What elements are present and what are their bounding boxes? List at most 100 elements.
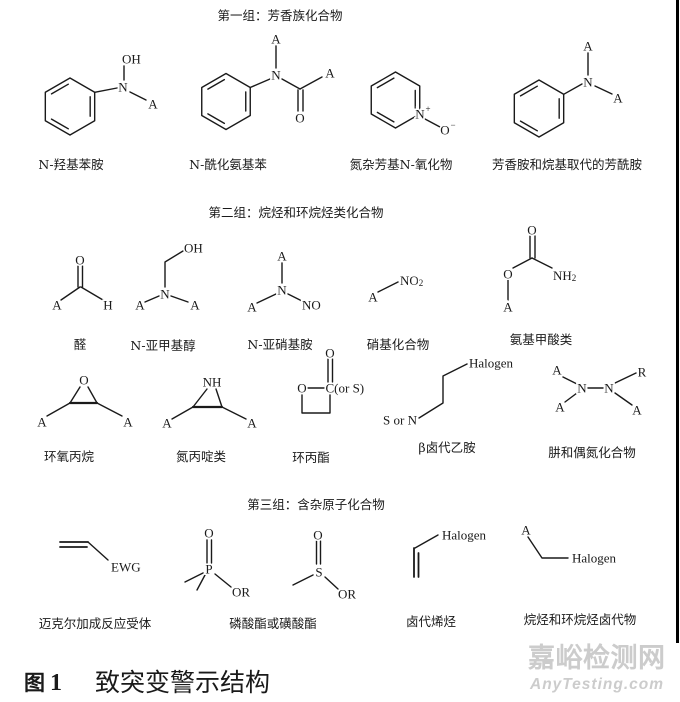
atom-label: S or N <box>383 413 418 428</box>
atom-label: O <box>75 253 84 268</box>
bond-n-no <box>287 293 303 302</box>
atom-label: P <box>205 562 212 577</box>
subscript: 2 <box>419 278 424 288</box>
ring-double-bond <box>50 118 70 130</box>
bond-o-c <box>69 386 81 404</box>
atom-label: O <box>527 223 536 238</box>
atom-label: R <box>638 365 647 380</box>
atom-label: N <box>604 381 614 396</box>
atom-label: OH <box>184 241 203 256</box>
atom-label: Halogen <box>572 551 617 566</box>
atom-label: N <box>160 287 170 302</box>
atom-label: A <box>162 416 172 431</box>
bond-c-a <box>221 406 247 420</box>
watermark-domain: AnyTesting.com <box>530 676 664 693</box>
atom-label: A <box>190 298 200 313</box>
atom-label: H <box>103 298 112 313</box>
ring-bonds <box>201 72 251 131</box>
atom-label: NO <box>400 273 419 288</box>
atom-label: O <box>325 346 334 361</box>
bond-o-c <box>87 386 98 404</box>
atom-label: NH <box>203 375 222 390</box>
bond-s-substituent <box>292 574 314 586</box>
atom-label: A <box>37 415 47 430</box>
nitro-group-label: NO2 <box>400 273 423 289</box>
bond-c-nh2 <box>531 257 553 269</box>
figure-title: 致突变警示结构 <box>95 668 271 697</box>
structure-name: β卤代乙胺 <box>418 440 476 455</box>
structure-name: 卤代烯烃 <box>405 614 457 629</box>
bond-chain <box>527 536 569 559</box>
atom-label: OR <box>338 587 356 602</box>
bond-n-a <box>129 91 147 101</box>
structure-n-nitrosamine: A N A NO <box>246 247 322 316</box>
ring-double-bond <box>207 113 226 125</box>
structure-name: 氨基甲酸类 <box>509 332 573 347</box>
atom-label: Halogen <box>442 528 487 543</box>
benzene-ring <box>44 77 96 136</box>
atom-label: A <box>583 39 593 54</box>
atom-label: N <box>415 107 425 122</box>
bond-c-a <box>171 406 194 420</box>
structure-name: 硝基化合物 <box>366 337 430 352</box>
bond-c-a <box>60 286 81 301</box>
bond-p-substituent <box>196 574 206 591</box>
atom-label: A <box>148 97 158 112</box>
ring-double-bond <box>376 111 395 123</box>
atom-label: A <box>52 298 62 313</box>
atom-label: O <box>204 526 213 541</box>
ring-double-bond <box>376 77 395 89</box>
structure-aziridine: NH A A <box>161 373 259 432</box>
atom-label: A <box>271 32 281 47</box>
bond-c-halogen <box>414 534 439 549</box>
bond-c-o <box>512 257 533 269</box>
bond-a-no2 <box>377 281 399 293</box>
structure-n-methylol: OH N A A <box>134 239 204 314</box>
structure-name: 环氧丙烷 <box>43 449 95 464</box>
structure-beta-haloethylamine: Halogen S or N <box>382 354 515 429</box>
atom-label: A <box>503 300 513 315</box>
bond-a-n <box>562 376 578 385</box>
bond-c-a <box>96 402 123 417</box>
bond-n-a <box>594 85 613 95</box>
structure-name: 氮杂芳基N-氧化物 <box>349 157 453 172</box>
atom-label: O <box>440 123 449 138</box>
atom-label: S <box>315 565 322 580</box>
structure-pyridine-n-oxide: N + O − <box>370 71 457 139</box>
structure-name: 氮丙啶类 <box>175 449 227 464</box>
atom-label: A <box>247 416 257 431</box>
structure-beta-lactone: O C(or S) O <box>296 344 366 414</box>
atom-label: A <box>555 400 565 415</box>
structure-nitro-compound: A NO2 <box>367 271 425 306</box>
ring-double-bond <box>207 78 226 90</box>
bond-ring-n <box>93 87 118 94</box>
structure-name: N-羟基苯胺 <box>38 157 104 172</box>
bond-a-n <box>256 293 277 304</box>
atom-label: OR <box>232 585 250 600</box>
structure-name: 迈克尔加成反应受体 <box>38 616 152 631</box>
structure-name: N-酰化氨基苯 <box>189 157 267 172</box>
bond-ring-n <box>249 78 271 89</box>
bond-n-a <box>614 392 633 406</box>
ring-bonds <box>513 79 565 138</box>
group-1-title: 第一组：芳香族化合物 <box>217 8 343 23</box>
figure-number: 1 <box>50 670 62 696</box>
atom-label: OH <box>122 52 141 67</box>
bond-n-c <box>281 78 301 90</box>
watermark-logo-text: 嘉峪检测网 <box>528 643 666 674</box>
bond-c-h <box>80 286 104 301</box>
bond-n-c <box>192 388 208 408</box>
bond-n-o <box>424 118 441 128</box>
atom-label: O <box>297 381 306 396</box>
atom-label: A <box>521 523 531 538</box>
ring-double-bond <box>50 83 70 95</box>
bond-chain <box>418 363 468 419</box>
atom-label: A <box>368 290 378 305</box>
structure-n-hydroxyaniline: N OH A <box>44 50 160 136</box>
bond-n-r <box>614 372 637 384</box>
structure-sulfonate: O S OR <box>292 526 358 603</box>
group-3-title: 第三组：含杂原子化合物 <box>247 497 385 512</box>
atom-label: N <box>271 68 281 83</box>
atom-label: C(or S) <box>326 381 365 396</box>
